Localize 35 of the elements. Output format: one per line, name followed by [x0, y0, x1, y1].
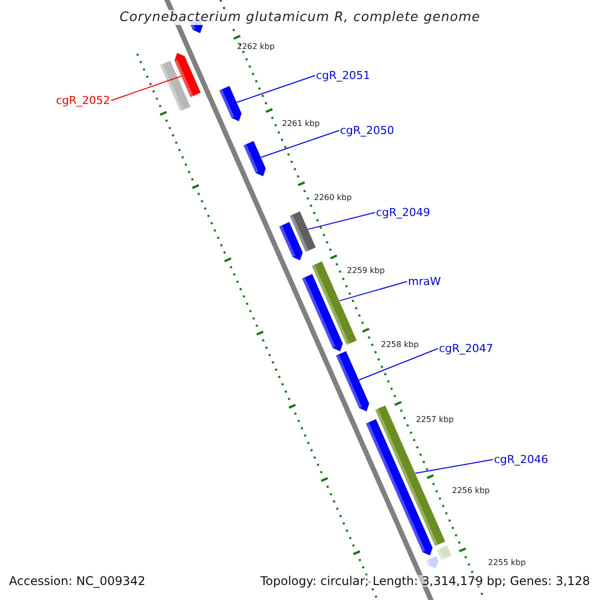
gene-feature — [219, 86, 242, 122]
leader-line — [236, 75, 316, 103]
scale-label: 2255 kbp — [488, 559, 526, 567]
leader-line — [338, 281, 408, 302]
leader-line — [260, 130, 340, 158]
gene-block — [290, 211, 316, 252]
gene-feature — [336, 351, 370, 412]
scale-label: 2258 kbp — [381, 341, 419, 349]
gene-feature — [244, 141, 266, 176]
scale-label: 2259 kbp — [347, 267, 385, 275]
gene-block — [160, 60, 190, 112]
scale-label: 2262 kbp — [237, 43, 275, 51]
genome-summary: Topology: circular; Length: 3,314,179 bp; Genes: 3,128 — [260, 575, 590, 587]
leader-line — [307, 212, 376, 230]
gene-label: mraW — [408, 276, 441, 287]
scale-label: 2256 kbp — [452, 487, 490, 495]
gene-feature — [302, 274, 343, 352]
leader-line — [414, 459, 494, 474]
gene-label: cgR_2050 — [340, 125, 394, 136]
scale-label: 2260 kbp — [314, 194, 352, 202]
gene-label: cgR_2052 — [56, 95, 110, 106]
gene-feature — [426, 556, 438, 568]
gene-block — [436, 546, 452, 560]
accession-text: Accession: NC_009342 — [9, 575, 146, 587]
scale-label: 2257 kbp — [416, 416, 454, 424]
scale-label: 2261 kbp — [282, 120, 320, 128]
gene-feature — [174, 52, 201, 98]
gene-label: cgR_2049 — [376, 207, 430, 218]
leader-line — [358, 348, 438, 380]
leader-line — [110, 76, 182, 101]
gene-label: cgR_2051 — [316, 70, 370, 81]
title: Corynebacterium glutamicum R, complete genome — [118, 10, 482, 25]
gene-label: cgR_2046 — [494, 454, 548, 465]
gene-feature — [279, 222, 303, 260]
gene-label: cgR_2047 — [439, 343, 494, 354]
